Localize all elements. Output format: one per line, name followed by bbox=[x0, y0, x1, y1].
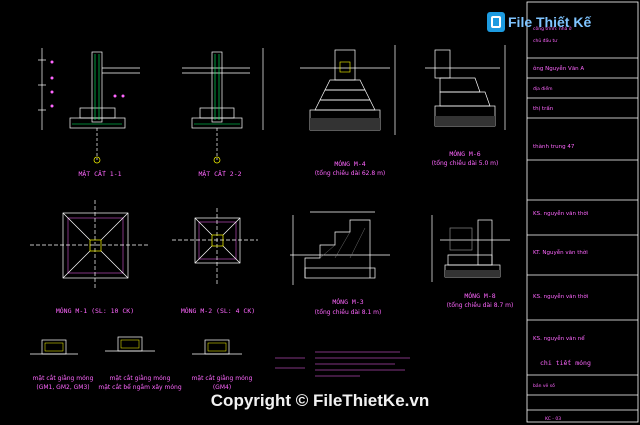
tb-engineer-4: KS. nguyễn văn nể bbox=[533, 335, 585, 342]
row3-titles: mặt cắt giằng móng (GM1, GM2, GM3) mặt c… bbox=[33, 375, 253, 391]
title-block-frame bbox=[526, 1, 639, 423]
footing-m4 bbox=[300, 45, 396, 135]
brand-name: File Thiết Kế bbox=[508, 14, 592, 30]
tie-beam-sections bbox=[30, 336, 242, 355]
plan-m2-column bbox=[211, 234, 224, 247]
brand-logo[interactable]: File Thiết Kế bbox=[487, 8, 607, 36]
row2-titles: MÓNG M-1 (SL: 10 CK) MÓNG M-2 (SL: 4 CK)… bbox=[56, 291, 514, 316]
footing-m8-concrete bbox=[445, 270, 500, 277]
section-1-1-marks bbox=[50, 60, 125, 108]
title-footing-m6: MÓNG M-6 bbox=[449, 149, 480, 158]
footing-m4-column bbox=[339, 61, 351, 73]
tb-location-label: địa điểm bbox=[533, 85, 553, 92]
subtitle-tie-beam-3: (GM4) bbox=[213, 384, 231, 391]
row1-titles: MẶT CẮT 1-1 MẶT CẮT 2-2 MÓNG M-4 (tổng c… bbox=[78, 149, 498, 178]
title-tie-beam-3: mặt cắt giằng móng bbox=[192, 375, 253, 382]
tb-sheet-label: bản vẽ số bbox=[533, 382, 555, 389]
title-tie-beam-1: mặt cắt giằng móng bbox=[33, 375, 94, 382]
subtitle-tie-beam-2: mặt cắt bể ngầm xây móng bbox=[98, 383, 181, 391]
file-icon bbox=[487, 12, 505, 32]
plan-m1 bbox=[30, 200, 150, 290]
subtitle-tie-beam-1: (GM1, GM2, GM3) bbox=[36, 384, 89, 391]
subtitle-footing-m3: (tổng chiều dài 8.1 m) bbox=[315, 308, 382, 316]
subtitle-footing-m4: (tổng chiều dài 62.8 m) bbox=[315, 169, 386, 177]
copyright-watermark: Copyright © FileThietKe.vn bbox=[210, 391, 430, 410]
section-1-1 bbox=[38, 48, 140, 164]
footing-m4-concrete bbox=[310, 118, 380, 130]
tb-owner-label: chủ đầu tư bbox=[533, 36, 558, 44]
tb-sheet-number: KC - 03 bbox=[545, 416, 561, 422]
tie-beam-stirrups bbox=[44, 339, 227, 352]
subtitle-footing-m6: (tổng chiều dài 5.0 m) bbox=[432, 159, 499, 167]
tb-owner: ông Nguyễn Văn A bbox=[533, 65, 584, 72]
title-tie-beam-2: mặt cắt giằng móng bbox=[110, 375, 171, 382]
tb-project: công trình: nhà ở bbox=[533, 25, 572, 32]
title-section-1-1: MẶT CẮT 1-1 bbox=[78, 169, 121, 178]
section-2-2 bbox=[182, 48, 264, 164]
title-section-2-2: MẶT CẮT 2-2 bbox=[198, 169, 241, 178]
title-footing-m8: MÓNG M-8 bbox=[464, 291, 495, 300]
title-block-text: công trình: nhà ở chủ đầu tư ông Nguyễn … bbox=[533, 25, 591, 422]
notes-block bbox=[275, 351, 410, 377]
title-footing-m4: MÓNG M-4 bbox=[334, 159, 365, 168]
tb-engineer-1: KS. nguyễn văn thời bbox=[533, 210, 589, 217]
tb-engineer-3: KS. nguyễn văn thời bbox=[533, 293, 589, 300]
section-2-2-rebar bbox=[194, 54, 240, 125]
title-footing-m2: MÓNG M-2 (SL: 4 CK) bbox=[181, 306, 255, 315]
plan-m2 bbox=[172, 208, 258, 285]
tb-location: thị trấn bbox=[533, 105, 554, 112]
tb-scale: thành trung 47 bbox=[533, 143, 575, 150]
title-footing-m1: MÓNG M-1 (SL: 10 CK) bbox=[56, 306, 134, 315]
footing-m3 bbox=[290, 211, 390, 285]
footing-m6-concrete bbox=[435, 116, 495, 126]
title-footing-m3: MÓNG M-3 bbox=[332, 297, 363, 306]
subtitle-footing-m8: (tổng chiều dài 8.7 m) bbox=[447, 301, 514, 309]
tb-drawing-name: chi tiết móng bbox=[540, 359, 591, 367]
section-1-1-rebar bbox=[72, 54, 122, 125]
footing-m8 bbox=[431, 215, 510, 282]
tb-engineer-2: KT. Nguyễn văn thời bbox=[533, 249, 588, 256]
plan-m1-column bbox=[89, 239, 102, 252]
footing-m3-hatch bbox=[319, 227, 366, 259]
